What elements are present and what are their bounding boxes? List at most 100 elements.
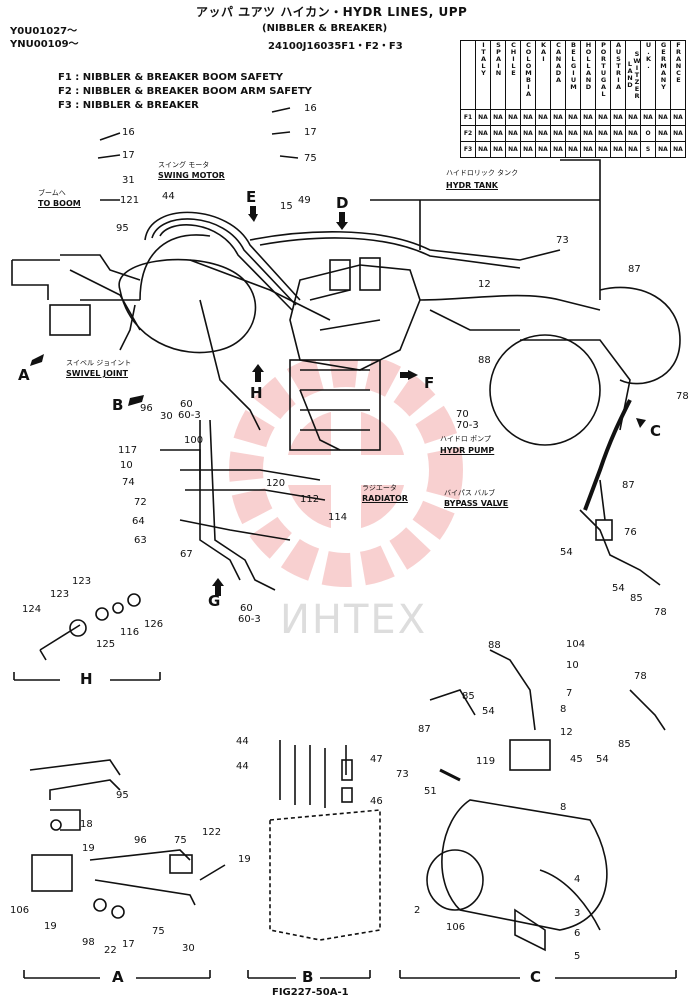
- callout: 15: [280, 201, 293, 212]
- callout: 76: [624, 527, 637, 538]
- callout: 85: [618, 739, 631, 750]
- section-label-a: A: [112, 968, 124, 986]
- callout: 2: [414, 905, 421, 916]
- callout: 30: [160, 411, 173, 422]
- callout: 95: [116, 223, 129, 234]
- callout: 46: [370, 796, 383, 807]
- callout: 85: [630, 593, 643, 604]
- callout: 75: [304, 153, 317, 164]
- callout: 114: [328, 512, 348, 523]
- callout: 75: [152, 926, 165, 937]
- page-subtitle: (NIBBLER & BREAKER): [262, 23, 388, 34]
- callout: 96: [134, 835, 147, 846]
- callout: 17: [122, 939, 135, 950]
- callout: 8: [560, 802, 567, 813]
- swivel-joint-label: SWIVEL JOINT: [66, 369, 129, 378]
- callout: 8: [560, 704, 567, 715]
- callout: 16: [304, 103, 317, 114]
- callout: 78: [634, 671, 647, 682]
- callout: 73: [396, 769, 409, 780]
- callout: 60: [180, 399, 193, 410]
- callout: 31: [122, 175, 135, 186]
- callout: 4: [574, 874, 581, 885]
- callout: 72: [134, 497, 147, 508]
- callout: 106: [446, 922, 466, 933]
- callout: 17: [304, 127, 317, 138]
- callout: 67: [180, 549, 193, 560]
- table-row: F2 NA NA NA NA NA NA NA NA NA NA NA O NA…: [460, 125, 686, 142]
- hydr-pump-jp-label: ハイドロ ポンプ: [440, 435, 491, 443]
- callout: 45: [570, 754, 583, 765]
- callout: 121: [120, 195, 140, 206]
- callout: 12: [560, 727, 573, 738]
- callout: 44: [236, 761, 249, 772]
- callout: 124: [22, 604, 42, 615]
- hydr-tank-jp-label: ハイドロリック タンク: [446, 169, 519, 177]
- view-letter-h: H: [250, 384, 263, 402]
- callout: 44: [236, 736, 249, 747]
- view-letter-e: E: [246, 188, 257, 206]
- callout: 120: [266, 478, 286, 489]
- callout: 123: [72, 576, 92, 587]
- callout: 88: [478, 355, 491, 366]
- callout: 88: [488, 640, 501, 651]
- figure-number: FIG227-50A-1: [272, 987, 349, 998]
- callout: 22: [104, 945, 117, 956]
- view-letter-a: A: [18, 366, 30, 384]
- callout: 54: [596, 754, 609, 765]
- callout: 54: [612, 583, 625, 594]
- table-row: F3 NA NA NA NA NA NA NA NA NA NA NA S NA…: [460, 141, 686, 158]
- hydr-tank-label: HYDR TANK: [446, 181, 498, 190]
- callout: 125: [96, 639, 116, 650]
- page-title: アッパ ユアツ ハイカン・HYDR LINES, UPP: [196, 5, 468, 19]
- to-boom-label: TO BOOM: [38, 199, 81, 208]
- section-label-b: B: [302, 968, 314, 986]
- swing-motor-jp-label: スイング モータ: [158, 161, 210, 169]
- callout: 73: [556, 235, 569, 246]
- serial-range-1: Y0U01027～: [10, 26, 78, 37]
- section-label-c: C: [530, 968, 542, 986]
- variant-f1: F1 : NIBBLER & BREAKER BOOM SAFETY: [58, 72, 284, 83]
- callout: 85: [462, 691, 475, 702]
- callout: 74: [122, 477, 135, 488]
- callout: 87: [418, 724, 431, 735]
- callout: 19: [44, 921, 57, 932]
- callout: 60-3: [178, 410, 201, 421]
- callout: 96: [140, 403, 153, 414]
- radiator-label: RADIATOR: [362, 494, 408, 503]
- callout: 30: [182, 943, 195, 954]
- callout: 3: [574, 908, 581, 919]
- swing-motor-label: SWING MOTOR: [158, 171, 225, 180]
- callout: 106: [10, 905, 30, 916]
- callout: 126: [144, 619, 164, 630]
- callout: 87: [622, 480, 635, 491]
- view-letter-g: G: [208, 592, 221, 610]
- serial-range-2: YNU00109～: [10, 39, 79, 50]
- callout: 70-3: [456, 420, 479, 431]
- callout: 78: [654, 607, 667, 618]
- view-letter-c: C: [650, 422, 662, 440]
- view-letter-b: B: [112, 396, 124, 414]
- callout: 104: [566, 639, 586, 650]
- callout: 10: [566, 660, 579, 671]
- swivel-joint-jp-label: スイベル ジョイント: [66, 359, 132, 367]
- callout: 95: [116, 790, 129, 801]
- callout: 87: [628, 264, 641, 275]
- callout: 10: [120, 460, 133, 471]
- callout: 63: [134, 535, 147, 546]
- variant-f3: F3 : NIBBLER & BREAKER: [58, 100, 199, 111]
- callout: 75: [174, 835, 187, 846]
- radiator-jp-label: ラジエータ: [362, 484, 397, 492]
- callout: 5: [574, 951, 581, 962]
- table-cell: NA: [670, 125, 686, 142]
- view-letter-d: D: [336, 194, 349, 212]
- callout: 78: [676, 391, 689, 402]
- callout: 54: [560, 547, 573, 558]
- callout: 122: [202, 827, 222, 838]
- table-cell: NA: [670, 141, 686, 158]
- callout: 100: [184, 435, 204, 446]
- section-label-h: H: [80, 670, 93, 688]
- callout: 16: [122, 127, 135, 138]
- callout: 117: [118, 445, 138, 456]
- callout: 18: [80, 819, 93, 830]
